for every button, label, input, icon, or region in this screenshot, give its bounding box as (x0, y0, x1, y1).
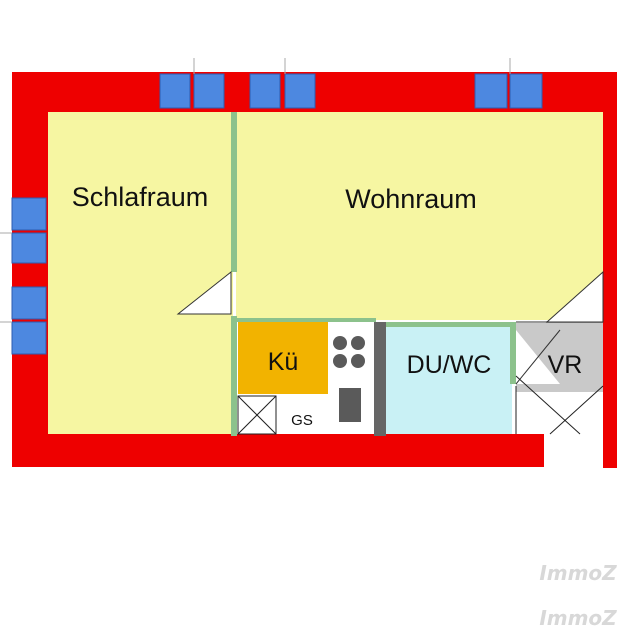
windows (11, 73, 543, 355)
label-wohnraum: Wohnraum (345, 184, 477, 214)
room-du-wc (386, 327, 512, 434)
partition-bath-top (386, 322, 514, 327)
window-top-1 (159, 73, 191, 109)
partition-bath-right (510, 322, 516, 384)
wall-left (12, 72, 48, 467)
label-schlafraum: Schlafraum (72, 182, 209, 212)
wall-bottom (12, 434, 544, 467)
window-sill-lines (0, 58, 511, 323)
door-swings (176, 270, 604, 385)
watermark: ImmoZ (539, 606, 617, 630)
door-vr-bath-leaf (515, 329, 561, 385)
oven (339, 388, 361, 422)
vr-cross (515, 375, 604, 435)
window-left-1 (11, 197, 47, 231)
partition-bedroom-living-lower (231, 316, 237, 436)
window-top-3b (509, 73, 543, 109)
room-gs (238, 394, 328, 434)
watermark: ImmoZ (539, 561, 617, 585)
room-kueche (238, 322, 328, 394)
label-dusche-wc: DU/WC (407, 351, 492, 379)
label-kueche: Kü (268, 348, 299, 376)
label-gs: GS (291, 412, 313, 429)
window-left-1b (11, 232, 47, 264)
wall-right (603, 72, 617, 468)
stove-plate (333, 336, 347, 350)
window-top-3 (474, 73, 508, 109)
stove-plate (351, 354, 365, 368)
door-living-vr (545, 270, 604, 323)
partition-dark (374, 322, 386, 436)
window-top-2 (249, 73, 281, 109)
partitions (231, 112, 603, 436)
window-left-2b (11, 321, 47, 355)
stove-plates (333, 336, 365, 422)
window-top-2b (284, 73, 316, 109)
door-bedroom (176, 270, 232, 315)
stove-plate (333, 354, 347, 368)
stove-plate (351, 336, 365, 350)
room-wohnraum (236, 112, 603, 320)
room-schlafraum (48, 112, 233, 434)
gs-cross-box (237, 395, 277, 435)
window-left-2 (11, 286, 47, 320)
partition-bedroom-living (231, 112, 237, 272)
window-top-1b (193, 73, 225, 109)
partition-living-kitchen (236, 318, 376, 322)
label-vorraum: VR (548, 351, 583, 379)
